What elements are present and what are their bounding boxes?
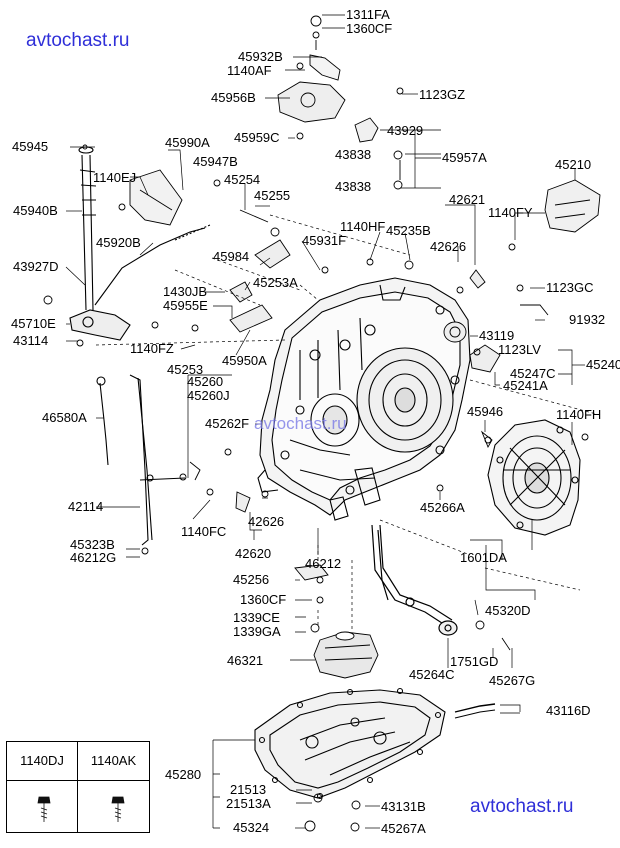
- label-45262F: 45262F: [205, 416, 250, 431]
- legend-col1-header: 1140DJ: [7, 742, 77, 781]
- label-45940B: 45940B: [13, 203, 58, 218]
- label-45956B: 45956B: [211, 90, 256, 105]
- label-43116D: 43116D: [546, 703, 591, 718]
- label-45280: 45280: [165, 767, 202, 782]
- label-43131B: 43131B: [381, 799, 426, 814]
- oil-pan: [254, 687, 446, 800]
- label-1360CF-top: 1360CF: [346, 21, 393, 36]
- label-42621: 42621: [449, 192, 486, 207]
- bracket-45957A: [354, 117, 403, 190]
- label-42114: 42114: [68, 499, 104, 514]
- label-45945: 45945: [12, 139, 49, 154]
- label-45256: 45256: [233, 572, 270, 587]
- watermark-center: avtochast.ru: [254, 414, 347, 433]
- label-45235B: 45235B: [386, 223, 431, 238]
- label-1140FZ: 1140FZ: [130, 341, 174, 356]
- label-45947B: 45947B: [193, 154, 238, 169]
- label-45959C: 45959C: [234, 130, 280, 145]
- label-43927D: 43927D: [13, 259, 59, 274]
- shift-shaft: [69, 146, 211, 341]
- label-1339GA: 1339GA: [233, 624, 281, 639]
- label-45932B: 45932B: [238, 49, 283, 64]
- label-46580A: 46580A: [42, 410, 87, 425]
- label-45260: 45260: [187, 374, 224, 389]
- label-45266A: 45266A: [420, 500, 465, 515]
- label-1360CF-mid: 1360CF: [240, 592, 287, 607]
- label-45264C: 45264C: [409, 667, 455, 682]
- fastener-legend: 1140DJ 1140AK: [6, 741, 150, 833]
- range-switch: [277, 15, 346, 123]
- label-42620: 42620: [235, 546, 272, 561]
- label-45254: 45254: [224, 172, 261, 187]
- label-45931F: 45931F: [302, 233, 347, 248]
- label-46212: 46212: [305, 556, 342, 571]
- label-42626-top: 42626: [430, 239, 467, 254]
- label-1140FH: 1140FH: [556, 407, 602, 422]
- label-45950A: 45950A: [222, 353, 267, 368]
- label-43114: 43114: [13, 333, 49, 348]
- label-91932: 91932: [569, 312, 606, 327]
- label-1140EJ: 1140EJ: [93, 170, 137, 185]
- side-cover: [487, 419, 581, 536]
- label-1601DA: 1601DA: [460, 550, 507, 565]
- label-1140HF: 1140HF: [340, 219, 386, 234]
- label-45241A: 45241A: [503, 378, 548, 393]
- mount-bracket-45210: [544, 179, 601, 233]
- label-45955E: 45955E: [163, 298, 208, 313]
- label-45946: 45946: [467, 404, 504, 419]
- label-1123GZ: 1123GZ: [419, 87, 466, 102]
- label-45253: 45253: [167, 362, 204, 377]
- label-21513A: 21513A: [226, 796, 271, 811]
- transmission-case: [257, 277, 471, 521]
- label-1311FA: 1311FA: [346, 7, 390, 22]
- label-45323B: 45323B: [70, 537, 115, 552]
- oil-tubes: [371, 524, 458, 636]
- label-1751GD: 1751GD: [450, 654, 499, 669]
- label-45324: 45324: [233, 820, 270, 835]
- label-1430JB: 1430JB: [163, 284, 208, 299]
- dipstick-tube: [96, 374, 186, 546]
- label-45260J: 45260J: [187, 388, 230, 403]
- label-1123GC: 1123GC: [546, 280, 594, 295]
- label-21513: 21513: [230, 782, 267, 797]
- label-45710E: 45710E: [11, 316, 56, 331]
- label-45240: 45240: [586, 357, 620, 372]
- label-45920B: 45920B: [96, 235, 141, 250]
- label-43929: 43929: [387, 123, 424, 138]
- label-1140AF: 1140AF: [227, 63, 272, 78]
- label-1339CE: 1339CE: [233, 610, 280, 625]
- label-46212G: 46212G: [70, 550, 117, 565]
- label-45320D: 45320D: [485, 603, 531, 618]
- bracket: [129, 169, 183, 226]
- label-43119: 43119: [479, 328, 515, 343]
- label-45984: 45984: [213, 249, 250, 264]
- label-1140FY: 1140FY: [488, 205, 533, 220]
- legend-divider: [77, 742, 78, 832]
- label-1140FC: 1140FC: [181, 524, 227, 539]
- label-1123LV: 1123LV: [498, 342, 541, 357]
- label-45247C: 45247C: [510, 366, 556, 381]
- label-43838-b: 43838: [335, 179, 372, 194]
- label-45210: 45210: [555, 157, 592, 172]
- legend-bolt-icons: [37, 796, 125, 822]
- label-43838-a: 43838: [335, 147, 372, 162]
- label-45957A: 45957A: [442, 150, 487, 165]
- label-42626-mid: 42626: [248, 514, 285, 529]
- label-45255: 45255: [254, 188, 291, 203]
- legend-col2-header: 1140AK: [78, 742, 149, 781]
- leader-lines: [65, 14, 601, 829]
- watermark-top: avtochast.ru: [26, 30, 130, 51]
- label-45990A: 45990A: [165, 135, 210, 150]
- label-45267A: 45267A: [381, 821, 426, 836]
- label-45253A: 45253A: [253, 275, 298, 290]
- label-45267G: 45267G: [489, 673, 536, 688]
- watermark-bottom: avtochast.ru: [470, 796, 574, 817]
- oil-filter: [313, 631, 379, 679]
- label-46321: 46321: [227, 653, 264, 668]
